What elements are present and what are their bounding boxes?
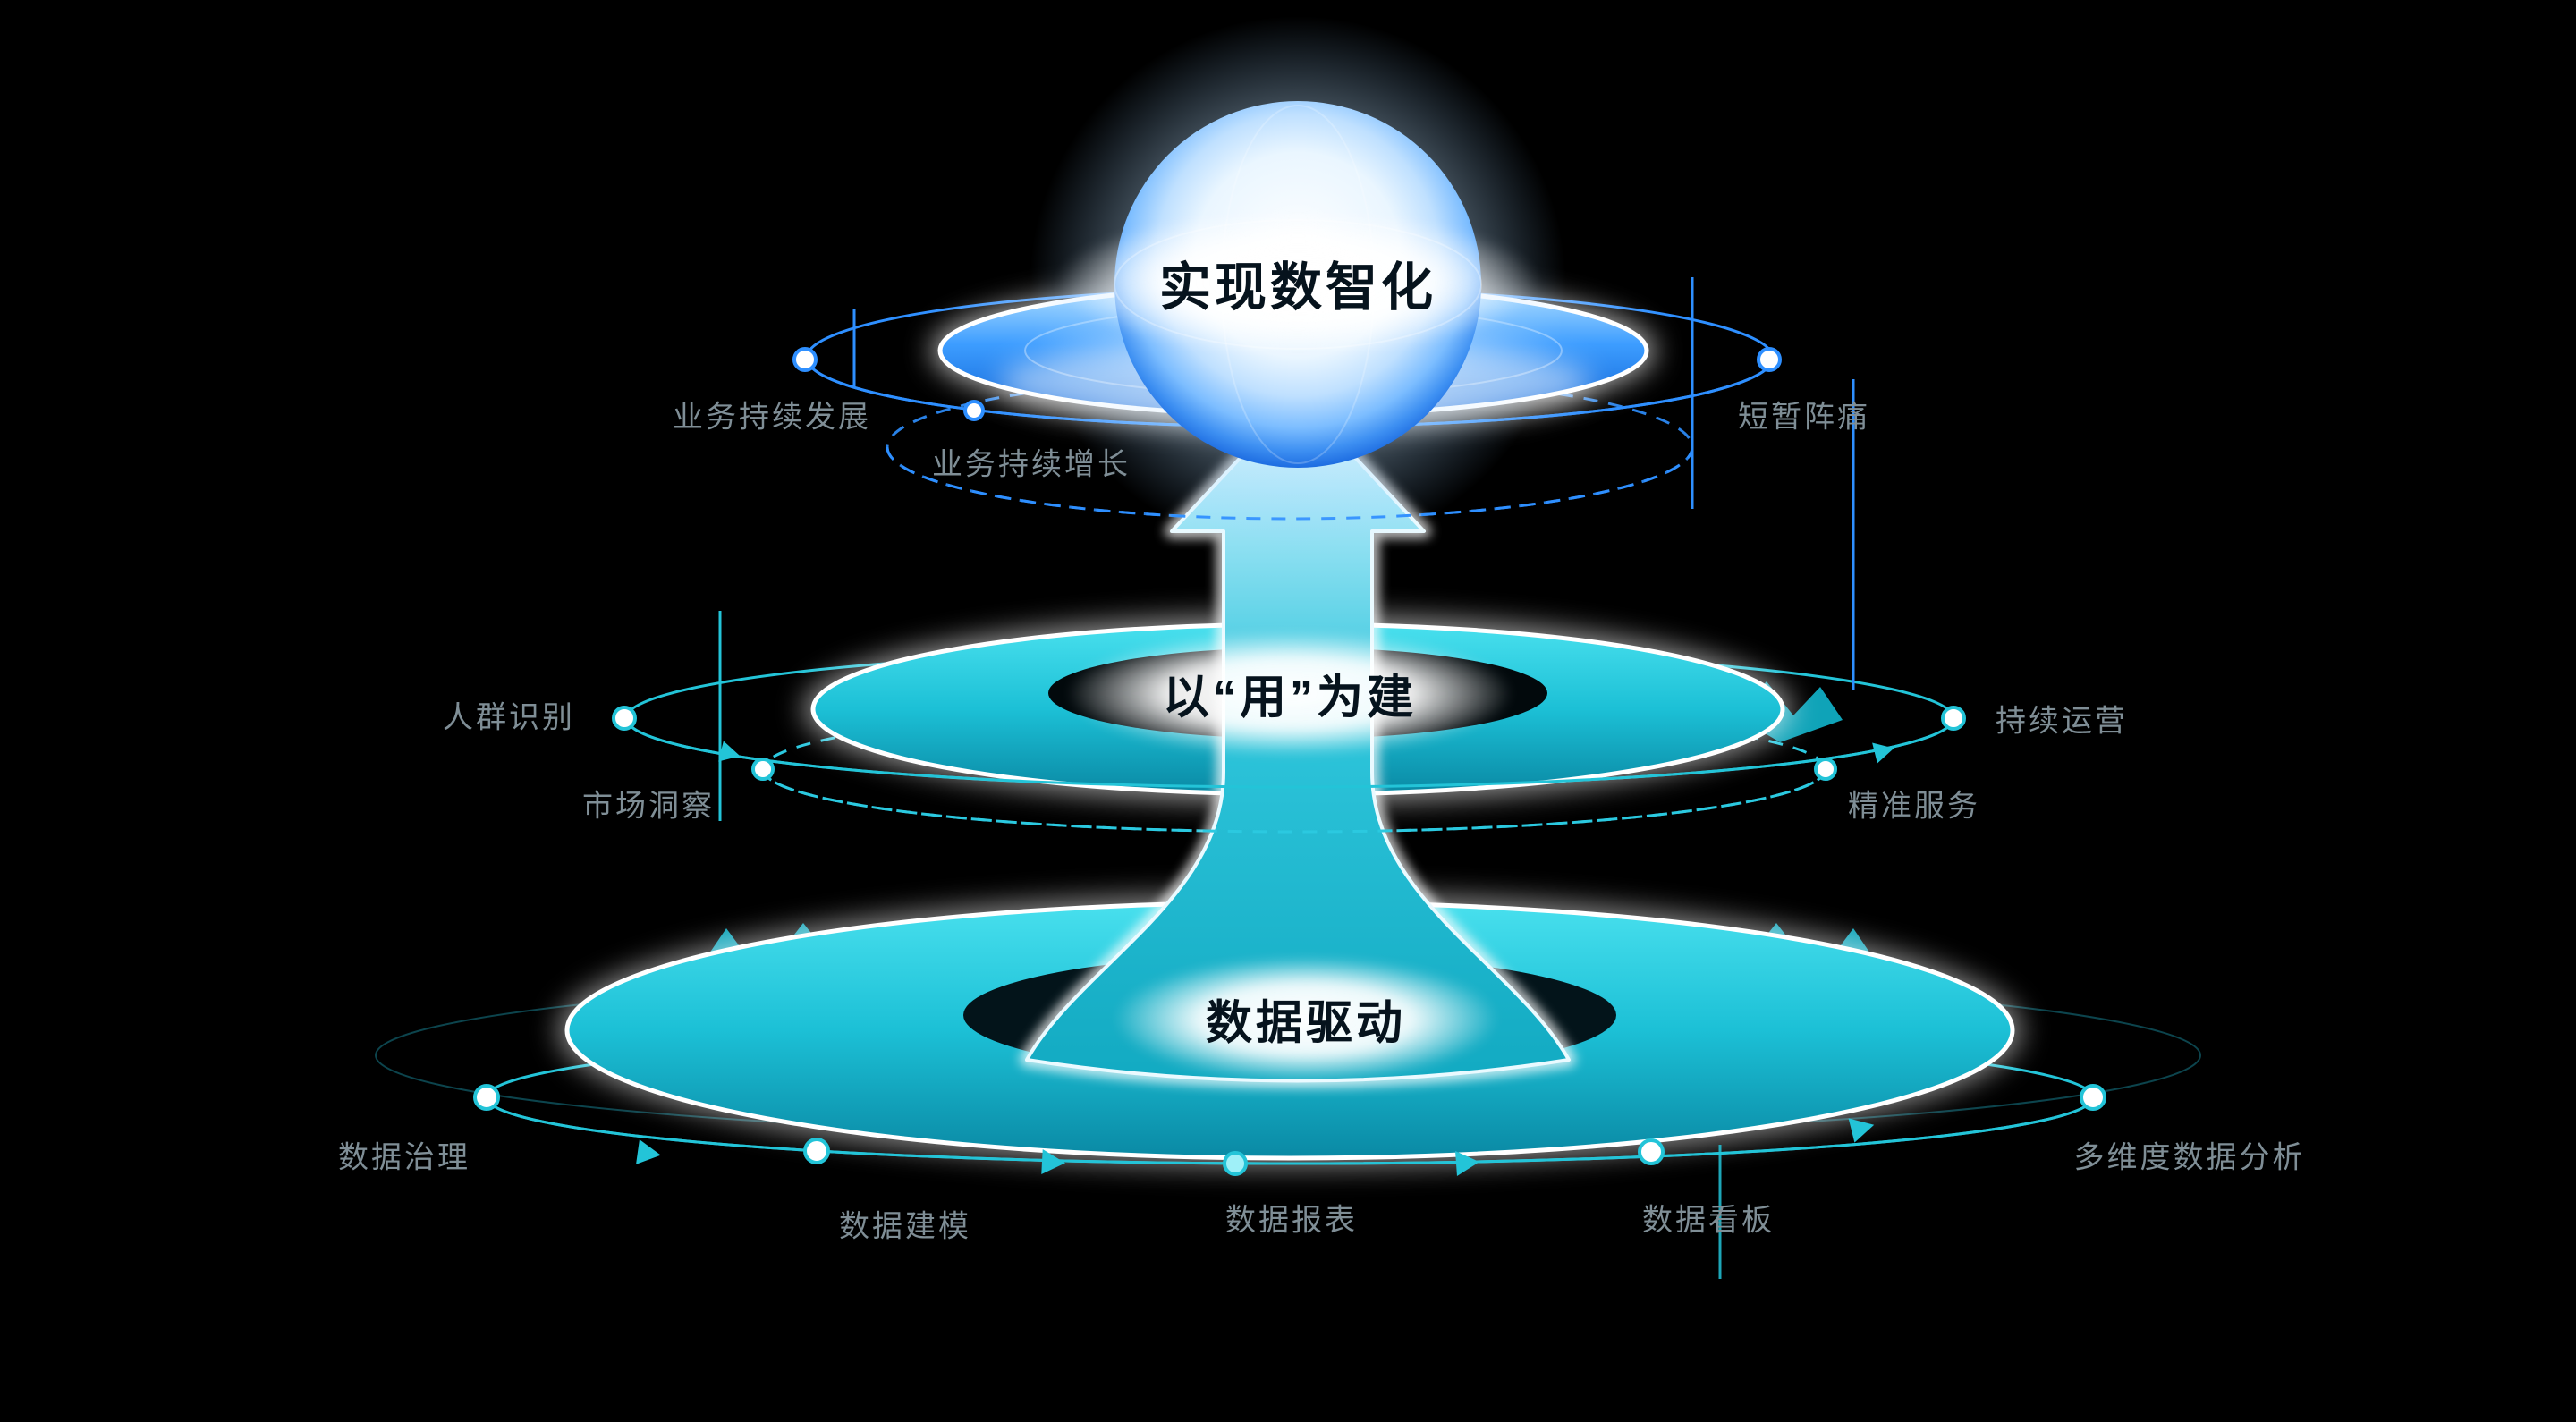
ring-arrowhead: [1872, 742, 1894, 764]
orbit-node: [963, 400, 985, 421]
label-crowd-identification: 人群识别: [443, 700, 575, 735]
ring-arrowhead: [636, 1139, 661, 1164]
orbit-node: [1941, 706, 1966, 731]
orbit-node: [1757, 347, 1782, 372]
orbit-node: [803, 1138, 830, 1164]
label-precision-service: 精准服务: [1848, 789, 1980, 824]
orbit-node: [1223, 1151, 1248, 1176]
label-data-governance: 数据治理: [338, 1140, 470, 1175]
tier-label-bottom-text: 数据驱动: [1205, 997, 1407, 1050]
tier-label-middle-text: 以“用”为建: [1162, 672, 1418, 724]
orbit-node: [612, 706, 637, 731]
label-market-insight: 市场洞察: [582, 789, 715, 824]
label-glow: [1055, 211, 1539, 354]
mid-orbit-ring-front: [624, 717, 1955, 789]
ring-arrowhead: [1041, 1149, 1065, 1174]
label-multidimensional-analysis: 多维度数据分析: [2073, 1140, 2306, 1175]
ring-arrowhead: [1455, 1151, 1479, 1176]
orbit-node: [473, 1084, 500, 1111]
ring-arrowhead: [718, 741, 741, 762]
orbit-node: [792, 347, 818, 372]
label-short-term-pain: 短暂阵痛: [1738, 400, 1870, 435]
label-data-modeling: 数据建模: [839, 1209, 971, 1244]
bottom-orbit-ring-front: [485, 1096, 2095, 1165]
tier-label-top: 实现数智化: [1055, 211, 1539, 354]
tier-label-top-text: 实现数智化: [1158, 258, 1437, 317]
ring-arrowhead: [1848, 1118, 1875, 1143]
label-data-dashboard: 数据看板: [1642, 1203, 1775, 1238]
tier-label-bottom: 数据驱动: [1113, 956, 1498, 1081]
label-business-continuous-development: 业务持续发展: [673, 400, 871, 435]
orbit-node: [1814, 758, 1837, 781]
orbit-node: [751, 758, 775, 781]
label-continuous-operation: 持续运营: [1996, 704, 2128, 739]
label-data-report: 数据报表: [1225, 1203, 1358, 1238]
top-dashed-ring-front: [886, 446, 1694, 521]
label-glow: [1113, 956, 1498, 1081]
label-business-continuous-growth: 业务持续增长: [932, 447, 1131, 482]
orbit-node: [2080, 1084, 2106, 1111]
tier-label-middle: 以“用”为建: [1065, 631, 1513, 756]
orbit-node: [1638, 1138, 1665, 1165]
mid-dashed-ring-front: [761, 768, 1827, 834]
label-glow: [1065, 631, 1513, 756]
